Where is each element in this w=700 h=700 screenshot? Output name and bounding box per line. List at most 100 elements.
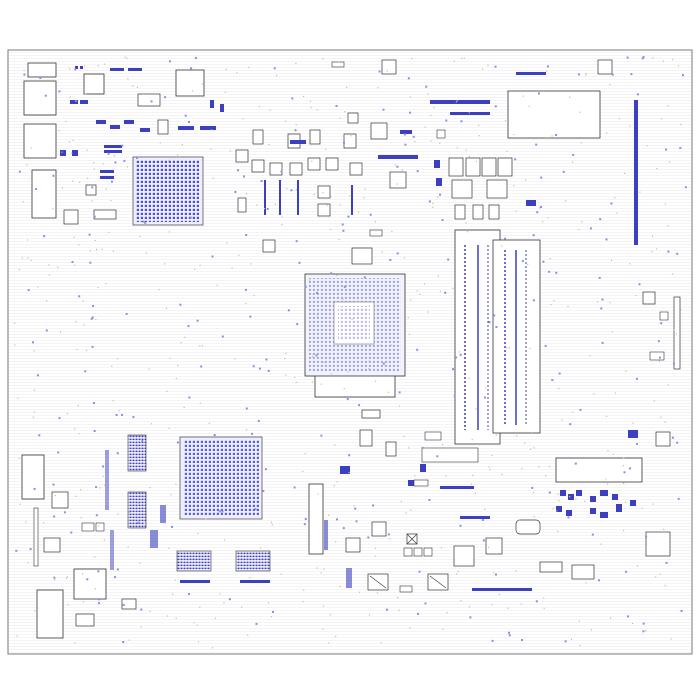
smd-pad [32, 341, 34, 344]
smd-pad [441, 219, 444, 222]
smd-pad [52, 483, 55, 486]
smd-pad [369, 213, 372, 216]
via-dot [471, 439, 473, 441]
smd-pad [91, 316, 94, 319]
via-dot [623, 530, 625, 532]
via-dot [424, 283, 426, 285]
smd-pad [221, 510, 224, 513]
vrm-component-group [237, 59, 418, 253]
via-dot [521, 468, 523, 470]
top-right-component-group [430, 59, 638, 245]
smd-pad [347, 215, 350, 218]
via-dot [374, 221, 376, 223]
smd-pad [548, 270, 551, 273]
via-dot [590, 629, 592, 631]
via-dot [419, 293, 421, 295]
smd-pad [555, 134, 558, 136]
via-dot [252, 445, 254, 447]
via-dot [308, 552, 311, 554]
via-dot [558, 500, 560, 502]
via-dot [304, 453, 306, 455]
smd-pad [38, 434, 41, 437]
via-dot [184, 336, 186, 338]
via-dot [98, 525, 100, 527]
smd-pad [611, 73, 614, 76]
via-dot [468, 155, 471, 157]
via-dot [16, 635, 18, 637]
smd-pad [136, 157, 138, 159]
via-dot [330, 228, 332, 231]
via-dot [403, 257, 405, 259]
via-dot [18, 457, 20, 459]
header-connector-a [27, 62, 57, 78]
via-dot [463, 57, 465, 59]
via-dot [614, 392, 617, 394]
bottom-middle-component-group [308, 429, 541, 593]
via-dot [313, 193, 315, 195]
via-dot [629, 125, 631, 127]
via-dot [386, 361, 388, 363]
via-dot [506, 150, 508, 152]
via-dot [25, 521, 27, 523]
smd-pad [74, 68, 77, 71]
smd-pad [70, 531, 73, 534]
via-dot [274, 203, 276, 205]
via-dot [513, 185, 515, 187]
smd-pad [15, 549, 18, 552]
via-dot [389, 538, 391, 540]
via-dot [294, 376, 296, 378]
via-dot [101, 248, 103, 250]
via-dot [652, 503, 654, 505]
via-dot [667, 384, 669, 386]
via-dot [302, 470, 304, 473]
smd-pad [409, 111, 412, 114]
via-dot [653, 400, 655, 402]
smd-pad [626, 56, 629, 59]
via-dot [326, 204, 328, 206]
via-dot [491, 604, 493, 606]
via-dot [61, 151, 63, 153]
via-dot [78, 433, 80, 435]
via-dot [322, 192, 324, 194]
smd-pad [535, 600, 538, 603]
via-dot [258, 106, 261, 108]
via-dot [488, 546, 490, 549]
smd-pad [336, 518, 338, 521]
via-dot [94, 588, 96, 590]
smd-pad [548, 491, 551, 494]
via-dot [144, 522, 146, 525]
smd-pad [363, 276, 366, 279]
smd-pad [444, 291, 447, 294]
via-dot [80, 517, 82, 519]
via-dot [320, 572, 322, 574]
ide-connector [308, 483, 324, 555]
via-dot [140, 626, 142, 628]
smd-pad [404, 143, 407, 146]
smd-pad [78, 295, 81, 298]
smd-pad [169, 60, 171, 63]
via-dot [311, 381, 313, 383]
via-dot [311, 160, 313, 162]
via-dot [126, 57, 128, 59]
via-dot [93, 162, 95, 164]
via-dot [614, 197, 616, 199]
via-dot [596, 301, 599, 303]
via-dot [368, 360, 370, 362]
smd-pad [667, 250, 670, 253]
via-dot [533, 516, 535, 518]
via-dot [310, 107, 312, 109]
smd-pad [494, 65, 497, 68]
cpu-socket [304, 229, 406, 419]
smd-pad [132, 416, 135, 419]
edge-connector [634, 100, 638, 245]
via-dot [33, 389, 35, 391]
via-dot [376, 592, 378, 594]
smd-pad [569, 423, 572, 426]
via-dot [478, 124, 480, 127]
via-dot [407, 317, 409, 319]
smd-pad [266, 207, 269, 210]
smd-pad [421, 446, 424, 449]
smd-pad [272, 610, 274, 613]
via-dot [79, 181, 81, 183]
via-dot [177, 154, 179, 156]
